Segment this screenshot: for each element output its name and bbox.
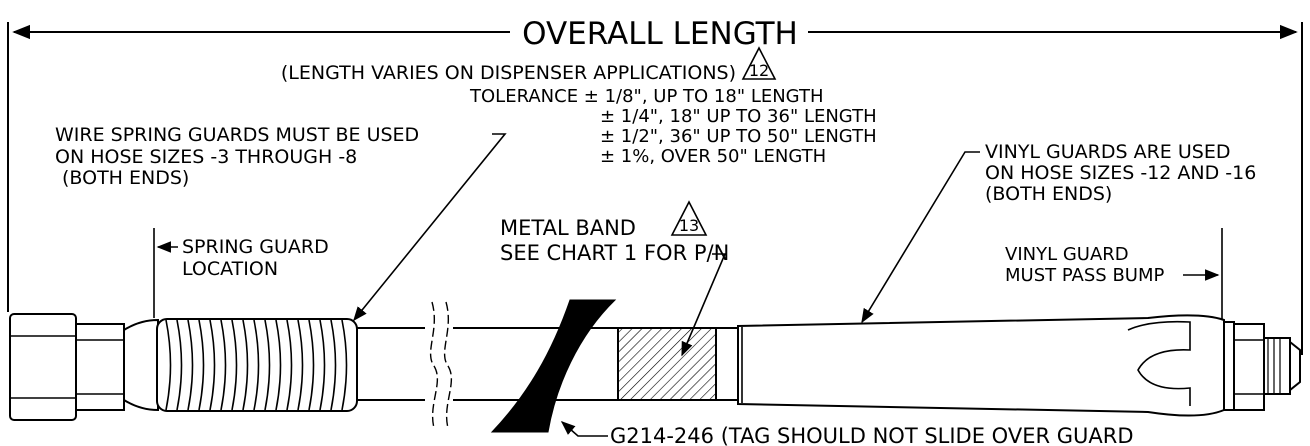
note-ref-triangle-12 [741,46,777,80]
spring-coil [231,319,238,411]
tolerance-block: TOLERANCE ± 1/8", UP TO 18" LENGTH ± 1/4… [469,86,877,167]
note-ref-triangle-13 [670,200,708,236]
metal-band [617,327,717,401]
spring-coil [242,319,249,411]
length-note: (LENGTH VARIES ON DISPENSER APPLICATIONS… [281,46,777,84]
spring-coil [209,319,216,411]
spring-coil [297,319,304,411]
metal-band-line-2: SEE CHART 1 FOR P/N [500,241,729,265]
spring-guard-line-1: SPRING GUARD [182,236,329,258]
spring-coil [165,319,172,411]
hose-assembly [9,299,1301,433]
tag-leader [560,421,608,437]
left-hex-socket [75,323,125,411]
vinyl-bump-line-1: VINYL GUARD [1005,244,1129,265]
tolerance-line-3: ± 1/2", 36" UP TO 50" LENGTH [600,126,877,147]
note-ref-12-label: 12 [749,61,769,80]
overall-length-dimension: OVERALL LENGTH [7,16,1303,355]
wire-guard-line-3: (BOTH ENDS) [62,167,189,189]
vinyl-guard-line-3: (BOTH ENDS) [985,183,1112,205]
vinyl-bump-line-2: MUST PASS BUMP [1005,265,1164,286]
left-swivel-nut [9,313,77,421]
wire-guard-line-1: WIRE SPRING GUARDS MUST BE USED [55,124,419,146]
vinyl-guard-leader [861,151,980,324]
spring-coil [275,319,282,411]
right-hex-socket [1223,321,1265,411]
wire-guard-line-2: ON HOSE SIZES -3 THROUGH -8 [55,146,357,168]
right-flare-nipple [1263,337,1301,395]
spring-coil [286,319,293,411]
tag-note: G214-246 (TAG SHOULD NOT SLIDE OVER GUAR… [560,421,1134,446]
overall-length-title: OVERALL LENGTH [522,16,798,52]
spring-coil [341,319,348,411]
spring-coil [187,319,194,411]
spring-coil [176,319,183,411]
metal-band-leader [681,253,727,357]
tolerance-line-1: TOLERANCE ± 1/8", UP TO 18" LENGTH [469,86,824,107]
spring-guard-location: SPRING GUARD LOCATION [153,228,329,318]
vinyl-guard-line-1: VINYL GUARDS ARE USED [985,141,1230,163]
wire-spring-guard [156,318,358,412]
spring-coil [198,319,205,411]
length-varies-note: (LENGTH VARIES ON DISPENSER APPLICATIONS… [281,62,736,84]
tag-note-text: G214-246 (TAG SHOULD NOT SLIDE OVER GUAR… [610,424,1134,446]
spring-coil [319,319,326,411]
spring-coil [220,319,227,411]
note-ref-13-label: 13 [679,216,699,235]
tolerance-line-2: ± 1/4", 18" UP TO 36" LENGTH [600,106,877,127]
spring-coil [253,319,260,411]
spring-coil [308,319,315,411]
vinyl-guard-line-2: ON HOSE SIZES -12 AND -16 [985,162,1256,184]
break-symbol [425,300,453,430]
spring-coil [264,319,271,411]
tolerance-line-4: ± 1%, OVER 50" LENGTH [600,146,826,167]
left-ferrule [123,318,159,412]
vinyl-bump-note: VINYL GUARD MUST PASS BUMP [1005,228,1223,330]
hose-tag [490,299,617,433]
metal-band-note: METAL BAND 13 SEE CHART 1 FOR P/N [500,200,729,357]
spring-coil [330,319,337,411]
metal-band-line-1: METAL BAND [500,216,636,240]
spring-guard-line-2: LOCATION [182,258,278,280]
vinyl-guard-note: VINYL GUARDS ARE USED ON HOSE SIZES -12 … [861,141,1256,324]
wire-guard-leader [353,133,507,322]
vinyl-guard [737,314,1225,417]
wire-spring-guard-note: WIRE SPRING GUARDS MUST BE USED ON HOSE … [55,124,507,322]
